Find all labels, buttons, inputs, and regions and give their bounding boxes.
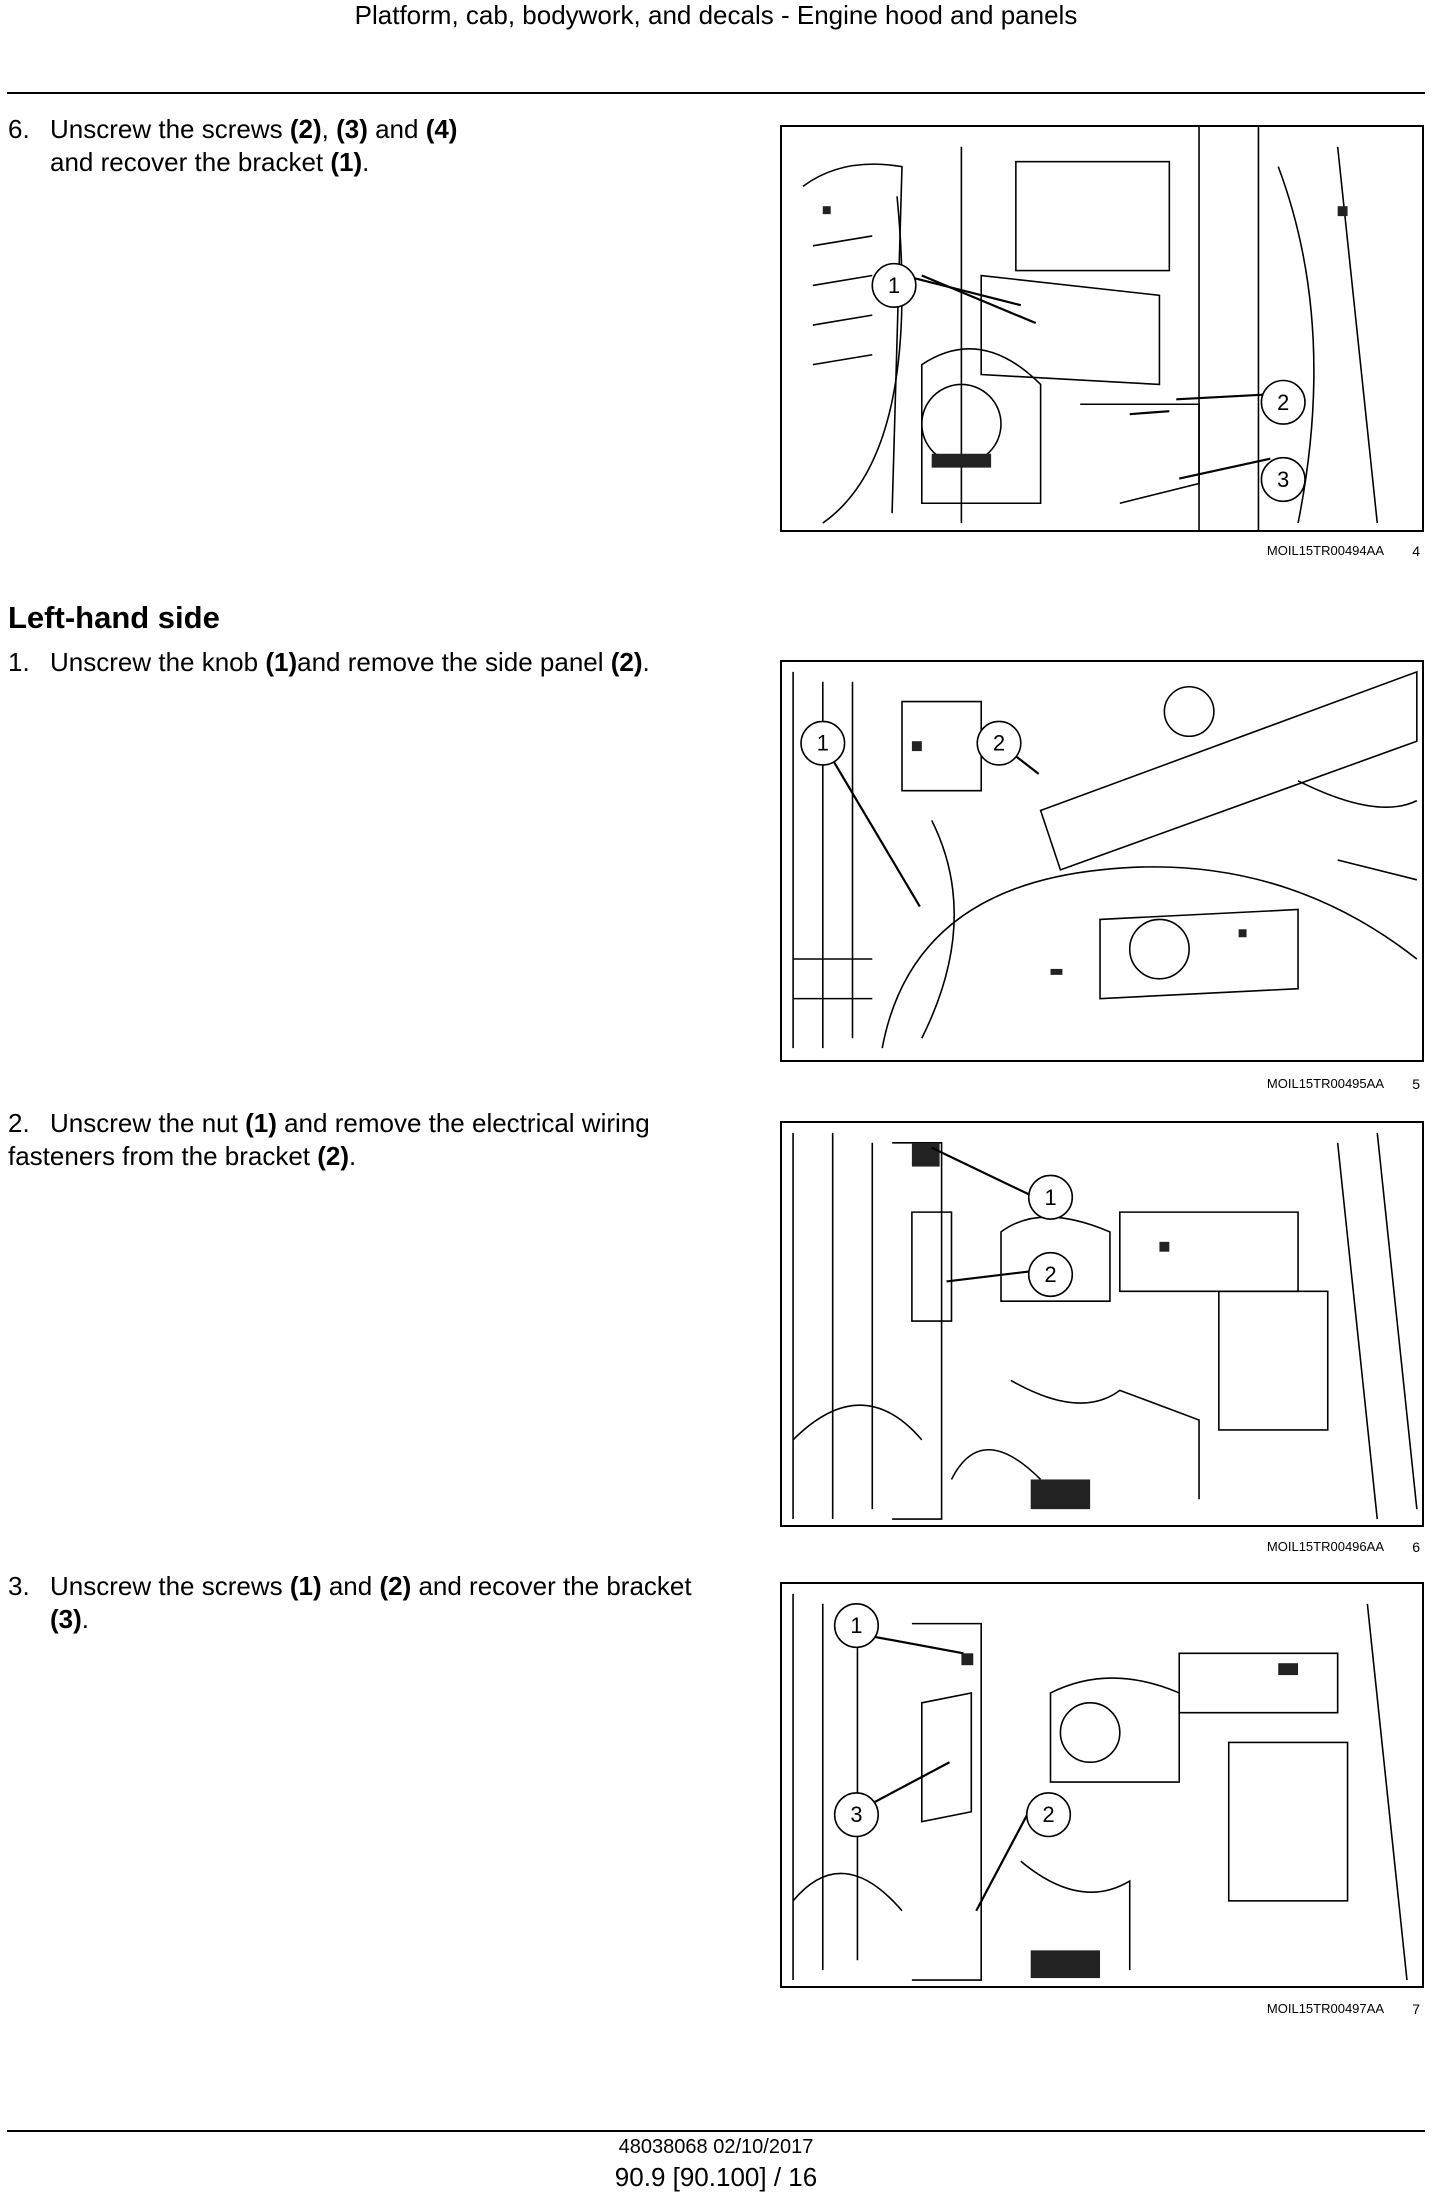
- step-text-part: and: [367, 114, 426, 144]
- svg-text:2: 2: [993, 731, 1005, 756]
- step-text-part: Unscrew the screws: [50, 1571, 290, 1601]
- step-text-part: and remove the side panel: [297, 647, 611, 677]
- ref-label: (4): [425, 114, 458, 144]
- section-heading: Left-hand side: [8, 600, 220, 635]
- figure-7-illustration: 1 3 2: [780, 1582, 1424, 1988]
- ref-label: (1): [265, 647, 298, 677]
- svg-text:2: 2: [1277, 390, 1289, 415]
- step-text-part: Unscrew the screws: [50, 114, 290, 144]
- svg-text:1: 1: [817, 731, 829, 756]
- figure-number: 4: [1412, 543, 1420, 559]
- step-number: 2.: [8, 1108, 30, 1138]
- step-3: 3.Unscrew the screws (1) and (2) and rec…: [8, 1570, 718, 1636]
- figure-6-illustration: 1 2: [780, 1121, 1424, 1527]
- step-text: Unscrew the nut (1) and remove the elect…: [8, 1108, 650, 1171]
- step-text: Unscrew the screws (2), (3) and (4) and …: [8, 114, 457, 177]
- step-1: 1. Unscrew the knob (1)and remove the sid…: [8, 646, 718, 679]
- callout-2: 2: [1260, 379, 1306, 425]
- step-text: Unscrew the screws (1) and (2) and recov…: [8, 1571, 692, 1634]
- step-text: Unscrew the knob (1)and remove the side …: [50, 647, 650, 677]
- figure-code: MOIL15TR00494AA: [1266, 543, 1384, 558]
- ref-label: (1): [330, 147, 363, 177]
- svg-text:1: 1: [850, 1613, 862, 1638]
- footer-rule: [7, 2130, 1425, 2132]
- callout-2: 2: [976, 720, 1022, 766]
- step-text-part: .: [81, 1604, 90, 1634]
- callout-2: 2: [1025, 1792, 1072, 1838]
- ref-label: (2): [289, 114, 322, 144]
- step-number: 3.: [8, 1571, 30, 1601]
- step-text-part: and recover the bracket: [50, 147, 331, 177]
- step-text-part: and recover the bracket: [411, 1571, 692, 1601]
- figure-code: MOIL15TR00497AA: [1266, 2001, 1384, 2016]
- callout-1: 1: [800, 720, 846, 766]
- step-text-part: and: [321, 1571, 380, 1601]
- step-text-part: ,: [321, 114, 337, 144]
- callout-3: 3: [1260, 456, 1306, 503]
- ref-label: (1): [245, 1108, 277, 1138]
- ref-label: (3): [50, 1604, 82, 1634]
- svg-text:2: 2: [1042, 1802, 1054, 1827]
- svg-text:1: 1: [888, 273, 900, 298]
- step-text-part: Unscrew the knob: [50, 647, 266, 677]
- svg-text:1: 1: [1044, 1185, 1056, 1210]
- footer-page-number: 90.9 [90.100] / 16: [614, 2162, 818, 2192]
- page-header-title: Platform, cab, bodywork, and decals - En…: [354, 0, 1078, 30]
- figure-4-illustration: 1 2 3 4: [780, 125, 1424, 532]
- ref-label: (2): [610, 647, 643, 677]
- figure-number: 6: [1412, 1539, 1420, 1555]
- figure-5-illustration: 1 2: [780, 660, 1424, 1062]
- step-number: 6.: [8, 114, 30, 144]
- figure-4-drawing: 1 2 3 4: [802, 127, 1379, 530]
- ref-label: (3): [336, 114, 368, 144]
- figure-7-drawing: 1 3 2: [792, 1593, 1408, 1981]
- figure-6-drawing: 1 2: [792, 1132, 1418, 1520]
- step-text-part: .: [349, 1141, 357, 1171]
- figure-code: MOIL15TR00495AA: [1266, 1076, 1384, 1091]
- header-rule: [7, 92, 1425, 94]
- step-6: 6.Unscrew the screws (2), (3) and (4) an…: [8, 113, 718, 179]
- callout-3: 3: [833, 1792, 880, 1838]
- callout-2: 2: [1027, 1251, 1074, 1298]
- figure-number: 5: [1412, 1076, 1420, 1092]
- figure-number: 7: [1412, 2001, 1420, 2017]
- step-number: 1.: [8, 647, 30, 677]
- svg-text:2: 2: [1044, 1262, 1056, 1287]
- figure-code: MOIL15TR00496AA: [1266, 1539, 1384, 1554]
- svg-text:3: 3: [850, 1802, 862, 1827]
- step-text-part: .: [642, 647, 650, 677]
- callout-1: 1: [833, 1603, 880, 1649]
- callout-1: 1: [871, 262, 917, 309]
- svg-text:3: 3: [1277, 467, 1289, 492]
- figure-5-drawing: 1 2: [792, 670, 1418, 1049]
- step-text-part: .: [362, 147, 370, 177]
- step-2: 2.Unscrew the nut (1) and remove the ele…: [8, 1107, 718, 1173]
- ref-label: (2): [379, 1571, 412, 1601]
- step-text-part: and remove the electrical wiring fastene…: [8, 1108, 650, 1171]
- ref-label: (2): [317, 1141, 350, 1171]
- ref-label: (1): [289, 1571, 322, 1601]
- callout-1: 1: [1027, 1174, 1074, 1220]
- footer-document-date: 48038068 02/10/2017: [618, 2136, 814, 2158]
- step-text-part: Unscrew the nut: [50, 1108, 246, 1138]
